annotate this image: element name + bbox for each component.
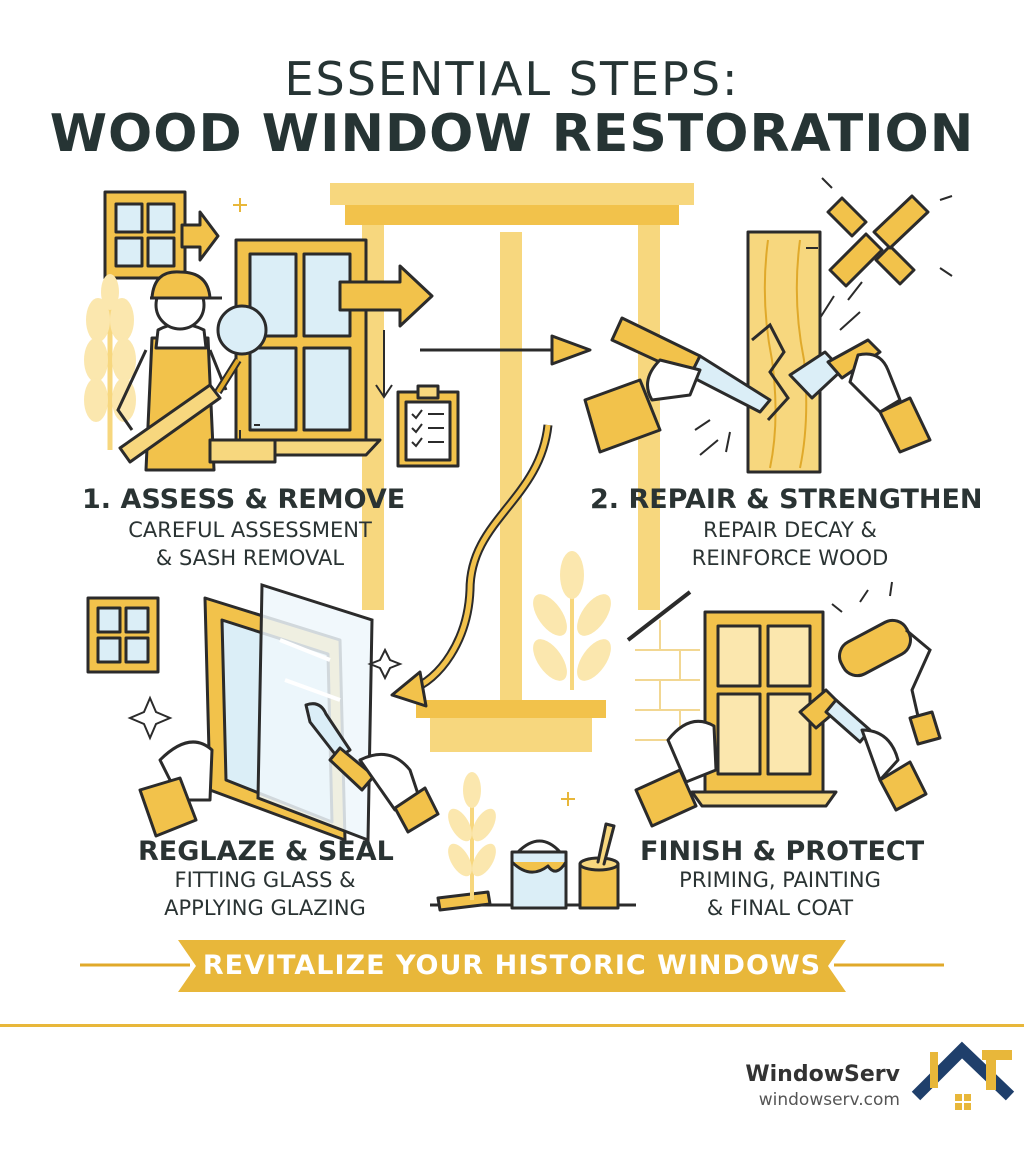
paint-brush-icon [798,688,928,812]
house-logo-icon [911,1041,1015,1122]
step-1-desc: CAREFUL ASSESSMENT & SASH REMOVAL [100,516,400,572]
step-4-desc-line-2: & FINAL COAT [706,896,854,920]
curved-arrow-icon [390,424,553,708]
banner-ribbon [80,940,944,992]
step-2-desc-line-2: REINFORCE WOOD [691,546,889,570]
worker-icon [116,270,228,472]
step-2-title: 2. REPAIR & STRENGTHEN [590,484,983,515]
chisel-icon [583,316,772,454]
banner-text: REVITALIZE YOUR HISTORIC WINDOWS [202,950,822,981]
ruler-icon [208,438,277,464]
step-2-desc: REPAIR DECAY & REINFORCE WOOD [640,516,940,572]
wheat-icon [84,274,136,450]
footer-divider [0,1024,1024,1027]
step-4-desc: PRIMING, PAINTING & FINAL COAT [640,866,920,922]
brand-name: WindowServ [745,1062,900,1087]
wheat-icon [448,772,496,900]
step-1-title: 1. ASSESS & REMOVE [82,484,406,515]
small-window-icon [86,596,160,674]
arrow-right-icon [338,264,434,328]
paint-roller-icon [831,581,942,746]
step-3-desc-line-1: FITTING GLASS & [174,868,356,892]
paint-can-icon [430,822,636,912]
wood-plank-icon [746,230,822,474]
sparkle-icon [367,647,403,681]
step-3-desc: FITTING GLASS & APPLYING GLAZING [120,866,410,922]
plant-icon [533,551,611,690]
magnifier-icon [214,304,268,395]
clipboard-icon [396,384,460,468]
putty-knife-icon [304,702,440,834]
central-frame-icon [330,183,694,752]
step-3-title: REGLAZE & SEAL [138,836,394,867]
step-1-desc-line-1: CAREFUL ASSESSMENT [128,518,372,542]
title-line-1: ESSENTIAL STEPS: [284,52,740,106]
arrow-right-icon [420,334,592,366]
step-3-desc-line-2: APPLYING GLAZING [164,896,366,920]
arrow-right-icon [180,210,220,262]
painted-window-icon [690,610,838,808]
step-2-desc-line-1: REPAIR DECAY & [703,518,877,542]
hand-icon [138,740,214,838]
title-line-2: WOOD WINDOW RESTORATION [49,104,975,164]
brand-url[interactable]: windowserv.com [758,1090,900,1110]
step-4-desc-line-1: PRIMING, PAINTING [679,868,881,892]
small-window-icon [103,190,187,280]
sash-window-icon [220,238,382,457]
step-1-desc-line-2: & SASH REMOVAL [155,546,345,570]
sparkle-icon [127,695,173,741]
hand-icon [634,719,718,828]
scraper-icon [788,338,932,454]
broken-wood-icon [806,177,953,288]
step-4-title: FINISH & PROTECT [640,836,925,867]
glass-pane-icon [203,582,374,843]
